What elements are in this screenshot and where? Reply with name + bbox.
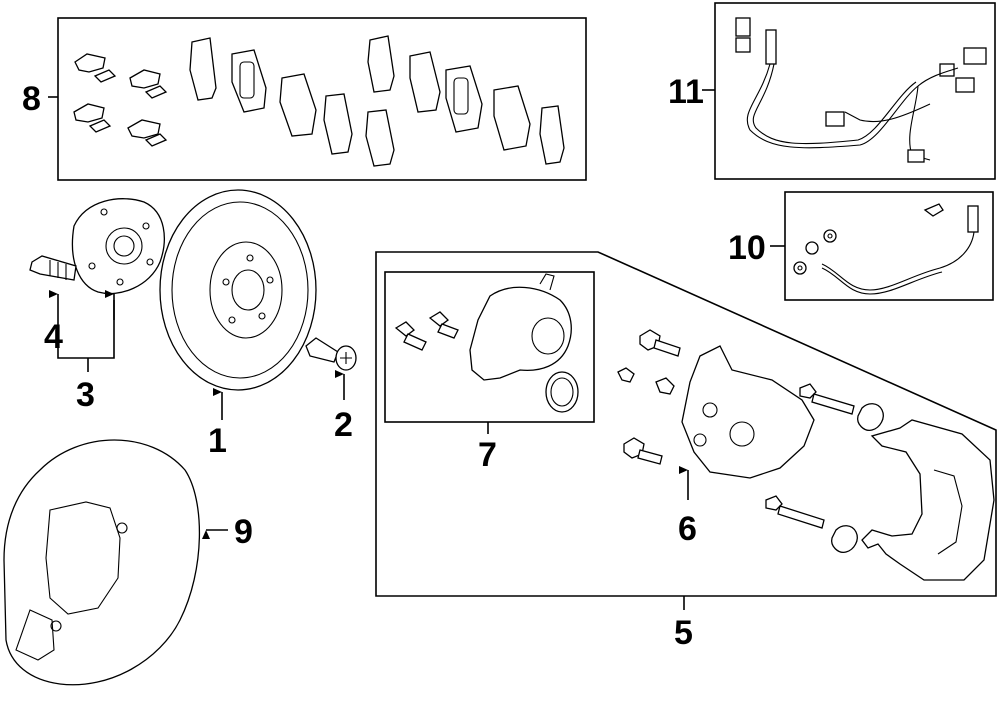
callouts: 8 11 10 4 3 1 2 7 6 5 9 (22, 73, 766, 652)
wheel-speed-sensor (793, 203, 979, 295)
callout-5: 5 (674, 614, 693, 652)
rotor-screw (305, 337, 357, 371)
abs-harness (735, 17, 987, 163)
callout-1: 1 (208, 422, 227, 460)
callout-10: 10 (728, 229, 766, 267)
leader-lines (48, 89, 785, 610)
caliper-body (617, 329, 884, 553)
brake-rotor (159, 189, 317, 391)
pad-kit-box (57, 17, 587, 181)
callout-8: 8 (22, 80, 41, 118)
caliper-bracket (861, 419, 995, 581)
callout-7: 7 (478, 436, 497, 474)
caliper-box (375, 251, 997, 597)
callout-4: 4 (44, 318, 63, 356)
callout-11: 11 (668, 73, 704, 111)
splash-shield (3, 439, 201, 686)
wheel-stud (29, 255, 77, 281)
caliper-housing (394, 273, 579, 413)
pad-clip (73, 53, 168, 147)
callout-6: 6 (678, 510, 697, 548)
callout-9: 9 (234, 513, 253, 551)
harness-box (714, 2, 996, 180)
wheel-hub (71, 198, 165, 295)
callout-3: 3 (76, 376, 95, 414)
brake-pad (189, 35, 565, 167)
callout-2: 2 (334, 406, 353, 444)
housing-box (384, 271, 595, 423)
sensor-box (784, 191, 994, 301)
